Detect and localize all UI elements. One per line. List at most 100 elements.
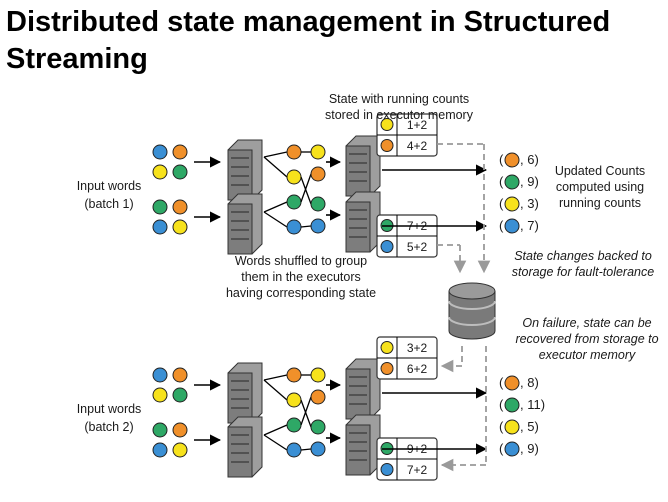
input-batch-label: (batch 2) [84,420,133,434]
output-paren: ( [499,196,504,211]
shuffled-word-dot-icon [286,219,302,235]
shuffle-link [263,201,288,213]
state-key-dot-icon [380,463,394,476]
shuffled-word-dot-icon [310,441,326,457]
state-count-value: 1+2 [407,118,428,132]
output-count: , 7) [520,218,539,233]
state-count-value: 3+2 [407,341,428,355]
shuffled-word-dot-icon [286,194,302,210]
output-count: , 8) [520,375,539,390]
output-paren: ( [499,174,504,189]
shuffled-word-dot-icon [310,367,326,383]
shuffle-link [300,173,312,203]
state-count-value: 7+2 [407,463,428,477]
shuffle-link [300,176,312,205]
shuffle-link [263,424,288,436]
shuffled-word-dot-icon [310,218,326,234]
output-count: , 11) [520,397,545,412]
recovery-note-label: On failure, state can be [522,316,651,330]
shuffle-link [300,225,312,228]
shuffle-link [263,211,288,228]
shuffled-word-dot-icon [286,442,302,458]
backup-note-label: State changes backed to [514,249,652,263]
output-count: , 3) [520,196,539,211]
output-word-dot-icon [504,218,520,234]
shuffle-note-label: them in the executors [241,270,361,284]
input-word-dot-icon [172,442,188,458]
output-word-dot-icon [504,152,520,168]
shuffle-link [300,396,312,426]
input-word-dot-icon [172,367,188,383]
shuffled-word-dot-icon [286,367,302,383]
output-paren: ( [499,218,504,233]
state-key-dot-icon [380,118,394,131]
output-word-dot-icon [504,174,520,190]
input-word-dot-icon [152,199,168,215]
input-batch-label: Input words [77,402,142,416]
output-word-dot-icon [504,419,520,435]
shuffled-word-dot-icon [286,392,302,408]
input-word-dot-icon [172,387,188,403]
shuffle-link [263,434,288,451]
input-word-dot-icon [172,164,188,180]
input-word-dot-icon [172,219,188,235]
input-word-dot-icon [152,144,168,160]
shuffle-link [263,156,288,178]
input-word-dot-icon [152,367,168,383]
shuffle-note-label: having corresponding state [226,286,376,300]
executor-server-icon [345,191,381,253]
input-word-dot-icon [172,144,188,160]
input-word-dot-icon [152,164,168,180]
input-word-dot-icon [152,422,168,438]
output-word-dot-icon [504,397,520,413]
output-paren: ( [499,441,504,456]
output-paren: ( [499,419,504,434]
shuffled-word-dot-icon [286,417,302,433]
output-paren: ( [499,397,504,412]
output-count: , 9) [520,441,539,456]
shuffled-word-dot-icon [286,169,302,185]
shuffle-link [263,379,288,401]
output-count: , 6) [520,152,539,167]
state-key-dot-icon [380,341,394,354]
updated-counts-label: running counts [559,196,641,210]
input-word-dot-icon [152,387,168,403]
output-count: , 5) [520,419,539,434]
state-note-label: State with running counts [329,92,469,106]
updated-counts-label: computed using [556,180,644,194]
shuffle-link [263,374,288,381]
backup-note-label: storage for fault-tolerance [512,265,654,279]
page-title: Distributed state management in Structur… [6,6,611,75]
mapper-server-icon [227,139,263,201]
input-word-dot-icon [172,199,188,215]
shuffled-word-dot-icon [310,144,326,160]
output-word-dot-icon [504,196,520,212]
updated-counts-label: Updated Counts [555,164,645,178]
output-paren: ( [499,375,504,390]
output-word-dot-icon [504,375,520,391]
mapper-server-icon [227,193,263,255]
shuffled-word-dot-icon [310,166,326,182]
state-count-value: 5+2 [407,240,428,254]
shuffle-link [300,399,312,428]
shuffled-word-dot-icon [310,389,326,405]
input-word-dot-icon [152,442,168,458]
state-key-dot-icon [380,240,394,253]
shuffled-word-dot-icon [310,419,326,435]
shuffled-word-dot-icon [310,196,326,212]
state-key-dot-icon [380,139,394,152]
output-paren: ( [499,152,504,167]
shuffle-note-label: Words shuffled to group [235,254,367,268]
executor-server-icon [345,414,381,476]
input-word-dot-icon [172,422,188,438]
recovery-note-label: executor memory [539,348,636,362]
input-batch-label: Input words [77,179,142,193]
shuffled-word-dot-icon [286,144,302,160]
shuffle-link [300,448,312,451]
mapper-server-icon [227,362,263,424]
input-batch-label: (batch 1) [84,197,133,211]
input-word-dot-icon [152,219,168,235]
mapper-server-icon [227,416,263,478]
